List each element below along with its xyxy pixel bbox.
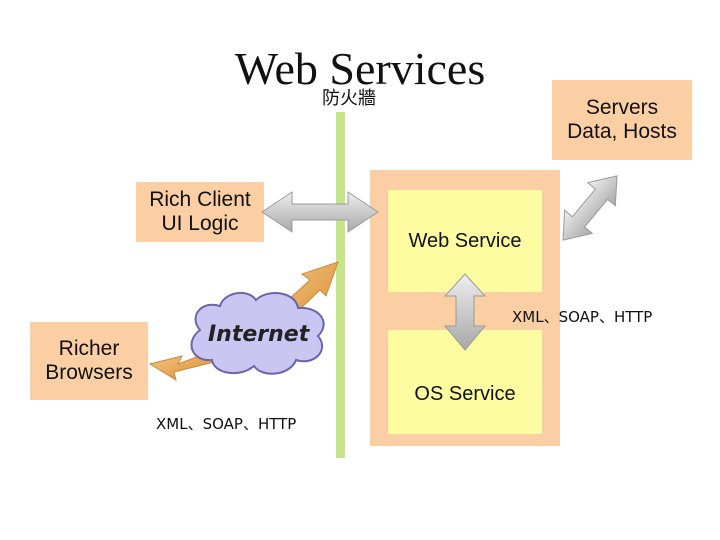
- internet-label: Internet: [208, 322, 310, 347]
- rich-client-box: Rich Client UI Logic: [136, 182, 264, 242]
- richer-browsers-line1: Richer: [58, 337, 120, 360]
- servers-box: Servers Data, Hosts: [552, 80, 692, 160]
- protocol-label-left: XML、SOAP、HTTP: [156, 415, 297, 433]
- firewall-bar: [336, 112, 345, 458]
- internet-cloud: [190, 291, 325, 375]
- gray-double-arrow-servers-service: [562, 175, 618, 241]
- richer-browsers-box: Richer Browsers: [30, 322, 148, 400]
- rich-client-line2: UI Logic: [161, 212, 239, 235]
- orange-arrow-to-browsers: [148, 351, 215, 382]
- servers-line1: Servers: [585, 96, 659, 119]
- rich-client-line1: Rich Client: [149, 188, 251, 211]
- firewall-label: 防火牆: [322, 88, 376, 109]
- gray-double-arrow-web-os: [443, 273, 487, 351]
- protocol-label-right: XML、SOAP、HTTP: [512, 308, 653, 326]
- diagram-title: Web Services: [234, 43, 486, 94]
- gray-double-arrow-client-service: [261, 191, 379, 233]
- servers-line2: Data, Hosts: [567, 120, 677, 143]
- richer-browsers-line2: Browsers: [45, 361, 133, 384]
